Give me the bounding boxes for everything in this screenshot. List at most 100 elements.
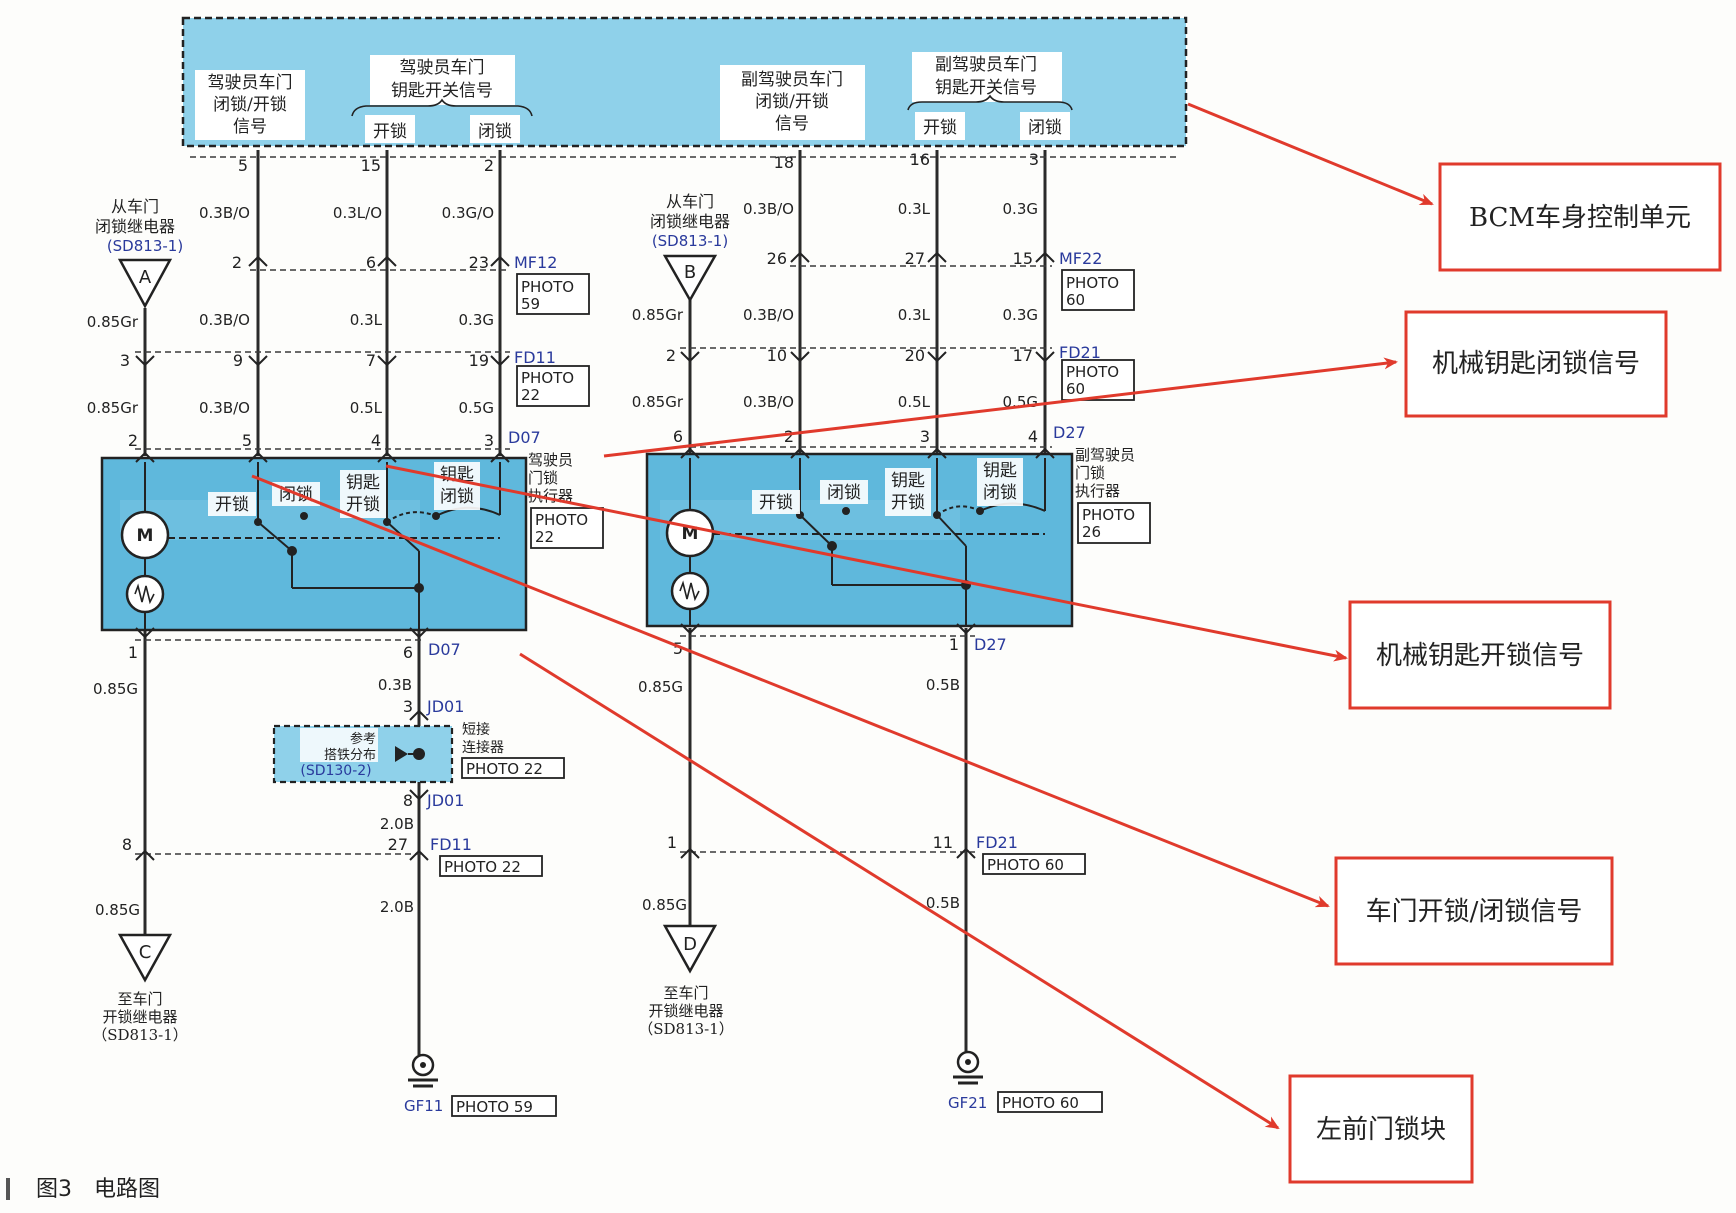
d27-pin: 3: [920, 427, 930, 446]
connector-chevron: [490, 451, 510, 463]
fd21-pin: 11: [933, 833, 953, 852]
wire-color: 0.3G: [1003, 200, 1038, 218]
relay-a-ref: 从车门 闭锁继电器 (SD813-1) A: [95, 197, 183, 309]
label-bg: [752, 490, 800, 514]
relay-d-triangle: [662, 924, 718, 974]
bcm-label-bg: [195, 70, 305, 140]
fd11-photo-box: [516, 365, 590, 407]
ref-label-2: 搭铁分布: [324, 747, 376, 763]
relay-c-line2: 开锁继电器: [102, 1008, 177, 1026]
bcm-pass-key-label-1: 副驾驶员车门: [935, 55, 1037, 75]
relay-b-letter: B: [684, 262, 696, 283]
connector-chevron: [135, 627, 155, 639]
fd11-pin: 27: [388, 835, 408, 854]
key-arc: [936, 505, 981, 516]
d27-bottom-pin: 5: [673, 639, 683, 658]
pin-label: 16: [910, 150, 930, 169]
fd21-photo-1: PHOTO: [1066, 363, 1119, 381]
wire-color: 2.0B: [380, 815, 414, 833]
splice-arrow: [395, 746, 408, 762]
connector-chevron: [680, 447, 700, 459]
drv-key-unlock-2: 开锁: [346, 495, 380, 515]
connector-chevron: [790, 447, 810, 459]
ground-gf21-photo-box: [997, 1091, 1103, 1113]
callout-lock-block: 左前门锁块: [1316, 1115, 1446, 1145]
wire-labels-row1: 0.3B/O 0.3L/O 0.3G/O 0.3B/O 0.3L 0.3G: [199, 200, 1038, 222]
ground-gf11-name: GF11: [404, 1097, 443, 1115]
wire-color: 0.3B/O: [743, 306, 794, 324]
callout-key-lock-box: [1404, 310, 1668, 418]
pass-actuator-photo-box: [1077, 502, 1151, 544]
mf22-photo-box: [1061, 269, 1135, 311]
switch-blade: [799, 514, 833, 547]
splice-label-1: 短接: [462, 721, 490, 738]
switch-blade: [257, 521, 293, 552]
label-bg: [300, 728, 378, 762]
callout-key-unlock-box: [1348, 600, 1612, 710]
bcm-label-bg: [1020, 112, 1070, 140]
wire-color: 0.85G: [642, 896, 687, 914]
mf22-pin: 27: [905, 249, 925, 268]
label-bg: [820, 480, 868, 504]
relay-a-ref-code: (SD813-1): [107, 237, 183, 255]
pass-unlock-label: 开锁: [759, 493, 793, 513]
wire-labels-row3: 0.85Gr 0.3B/O 0.5L 0.5G 0.85Gr 0.3B/O 0.…: [87, 393, 1038, 417]
callout-lock-block-box: [1288, 1074, 1474, 1184]
switch-contact: [842, 507, 850, 515]
ground-icon: [408, 1053, 438, 1088]
connector-chevron: [1035, 351, 1055, 363]
pin-label: 2: [484, 156, 494, 175]
motor-icon: [665, 508, 715, 558]
fd21-pin: 2: [666, 346, 676, 365]
pass-key-unlock-1: 钥匙: [891, 471, 925, 491]
connector-chevron: [377, 255, 397, 267]
switch-node: [254, 518, 262, 526]
mf22-photo-2: 60: [1066, 291, 1085, 309]
connector-chevron: [135, 451, 155, 463]
caption-bar: [6, 1178, 10, 1200]
callout-key-unlock: 机械钥匙开锁信号: [1376, 641, 1584, 671]
connector-chevron: [248, 255, 268, 267]
wire-color: 2.0B: [380, 898, 414, 916]
drv-key-unlock-1: 钥匙: [346, 473, 380, 493]
wire-labels-row2: 0.85Gr 0.3B/O 0.3L 0.3G 0.85Gr 0.3B/O 0.…: [87, 306, 1038, 331]
ref-label-1: 参考: [350, 731, 376, 747]
ground-icon: [953, 1050, 983, 1085]
fd21-photo-2: 60: [1066, 380, 1085, 398]
connector-chevron: [927, 251, 947, 263]
callout-boxes: BCM车身控制单元 机械钥匙闭锁信号 机械钥匙开锁信号 车门开锁/闭锁信号 左前…: [1288, 162, 1722, 1184]
passenger-door-actuator: M 开锁 闭锁 钥匙 开锁 钥匙 闭锁 副驾驶员 门锁 执行器 PHOTO 26…: [645, 446, 1151, 658]
d07-pin: 3: [484, 431, 494, 450]
fd11-bottom-photo-box: [439, 855, 543, 877]
wire-color: 0.3G/O: [442, 204, 494, 222]
callout-door-signal: 车门开锁/闭锁信号: [1366, 897, 1583, 927]
fd21-bottom-photo-box: [982, 853, 1086, 875]
wire-color: 0.3B: [378, 676, 412, 694]
connector-chevron: [956, 623, 976, 635]
thermistor-icon: [670, 571, 710, 611]
ground-gf21-name: GF21: [948, 1094, 987, 1112]
splice-photo: PHOTO 22: [466, 760, 543, 778]
label-bg: [434, 462, 480, 510]
thermistor-icon: [125, 574, 165, 614]
fd21-pin: 10: [767, 346, 787, 365]
bcm-drv-key-label-1: 驾驶员车门: [400, 58, 485, 78]
pin-label: 5: [238, 156, 248, 175]
connector-chevron: [927, 447, 947, 459]
mf12-name: MF12: [514, 253, 557, 272]
lower-right-circuit: 0.85G 0.5B 1 11 FD21 PHOTO 60 0.85G 0.5B…: [638, 676, 1103, 1113]
fd11-pin: 7: [366, 351, 376, 370]
bcm-pass-key-label-2: 钥匙开关信号: [935, 78, 1037, 98]
wire-color: 0.3B/O: [743, 393, 794, 411]
wire-color: 0.3B/O: [743, 200, 794, 218]
drv-actuator-photo-1: PHOTO: [535, 511, 588, 529]
d27-pin: 2: [784, 427, 794, 446]
pin-label: 3: [1029, 150, 1039, 169]
wire-color: 0.3G: [459, 311, 494, 329]
fd21-pin: 17: [1013, 346, 1033, 365]
mf22-photo-1: PHOTO: [1066, 274, 1119, 292]
switch-node: [287, 546, 297, 556]
motor-label: M: [137, 526, 154, 546]
